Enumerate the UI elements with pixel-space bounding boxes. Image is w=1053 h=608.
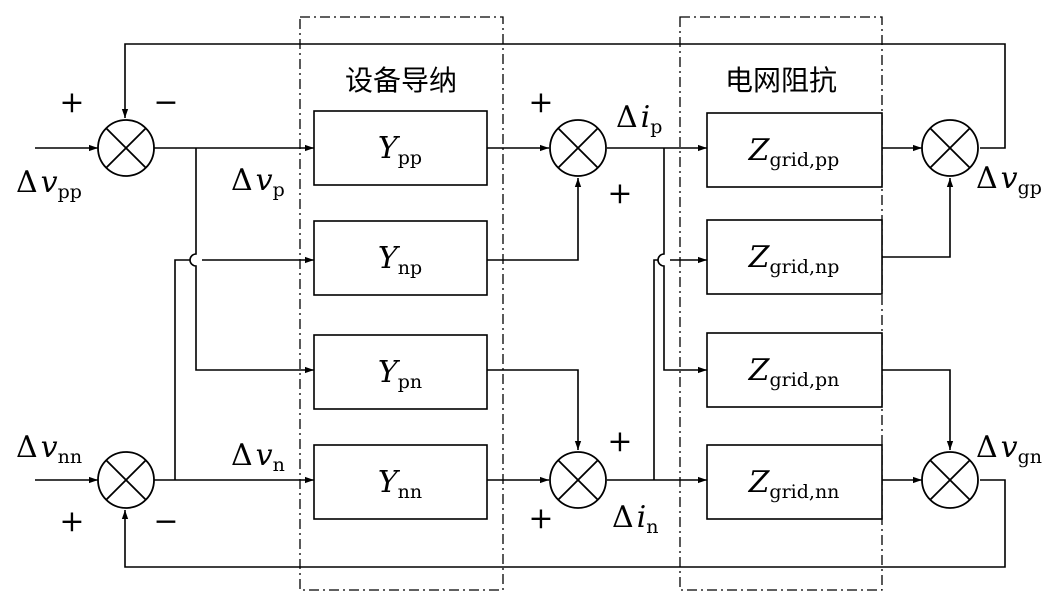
sum-junction-vn: [97, 451, 155, 509]
svg-text:Ypn: Ypn: [378, 355, 422, 393]
sign-plus-vnn: +: [59, 504, 84, 539]
device-admittance-group: [299, 16, 504, 591]
block-znp: Zgrid,np: [706, 219, 883, 295]
sign-plus-vpp: +: [59, 85, 84, 120]
svg-text:Zgrid,np: Zgrid,np: [748, 240, 840, 278]
device-admittance-title: 设备导纳: [345, 64, 457, 97]
sign-plus-in-bottom: +: [528, 501, 553, 536]
sum-junction-in: [549, 451, 607, 509]
svg-text:Zgrid,pn: Zgrid,pn: [748, 353, 840, 391]
block-znn: Zgrid,nn: [706, 444, 883, 520]
sign-minus-vn-feedback: −: [153, 504, 178, 539]
svg-text:Zgrid,pp: Zgrid,pp: [748, 133, 840, 171]
sum-junction-ip: [549, 119, 607, 177]
svg-text:Ynn: Ynn: [378, 465, 422, 503]
wires: [35, 43, 1006, 568]
sum-junction-vp: [97, 119, 155, 177]
sum-junction-vgn: [921, 451, 979, 509]
sign-plus-ip-top: +: [528, 85, 553, 120]
block-ynn: Ynn: [313, 444, 488, 520]
sum-junction-vgp: [921, 119, 979, 177]
sign-plus-in-top: +: [607, 424, 632, 459]
sign-minus-vp-feedback: −: [153, 85, 178, 120]
svg-text:Ypp: Ypp: [378, 131, 422, 169]
grid-impedance-title: 电网阻抗: [725, 64, 837, 97]
svg-text:Zgrid,nn: Zgrid,nn: [748, 465, 840, 503]
block-ynp: Ynp: [313, 220, 488, 296]
block-ypp: Ypp: [313, 110, 488, 186]
sign-plus-ip-bottom: +: [607, 176, 632, 211]
block-zpn: Zgrid,pn: [706, 332, 883, 408]
block-ypn: Ypn: [313, 334, 488, 410]
svg-text:Ynp: Ynp: [378, 241, 422, 279]
block-zpp: Zgrid,pp: [706, 112, 883, 188]
grid-impedance-group: [679, 16, 883, 591]
